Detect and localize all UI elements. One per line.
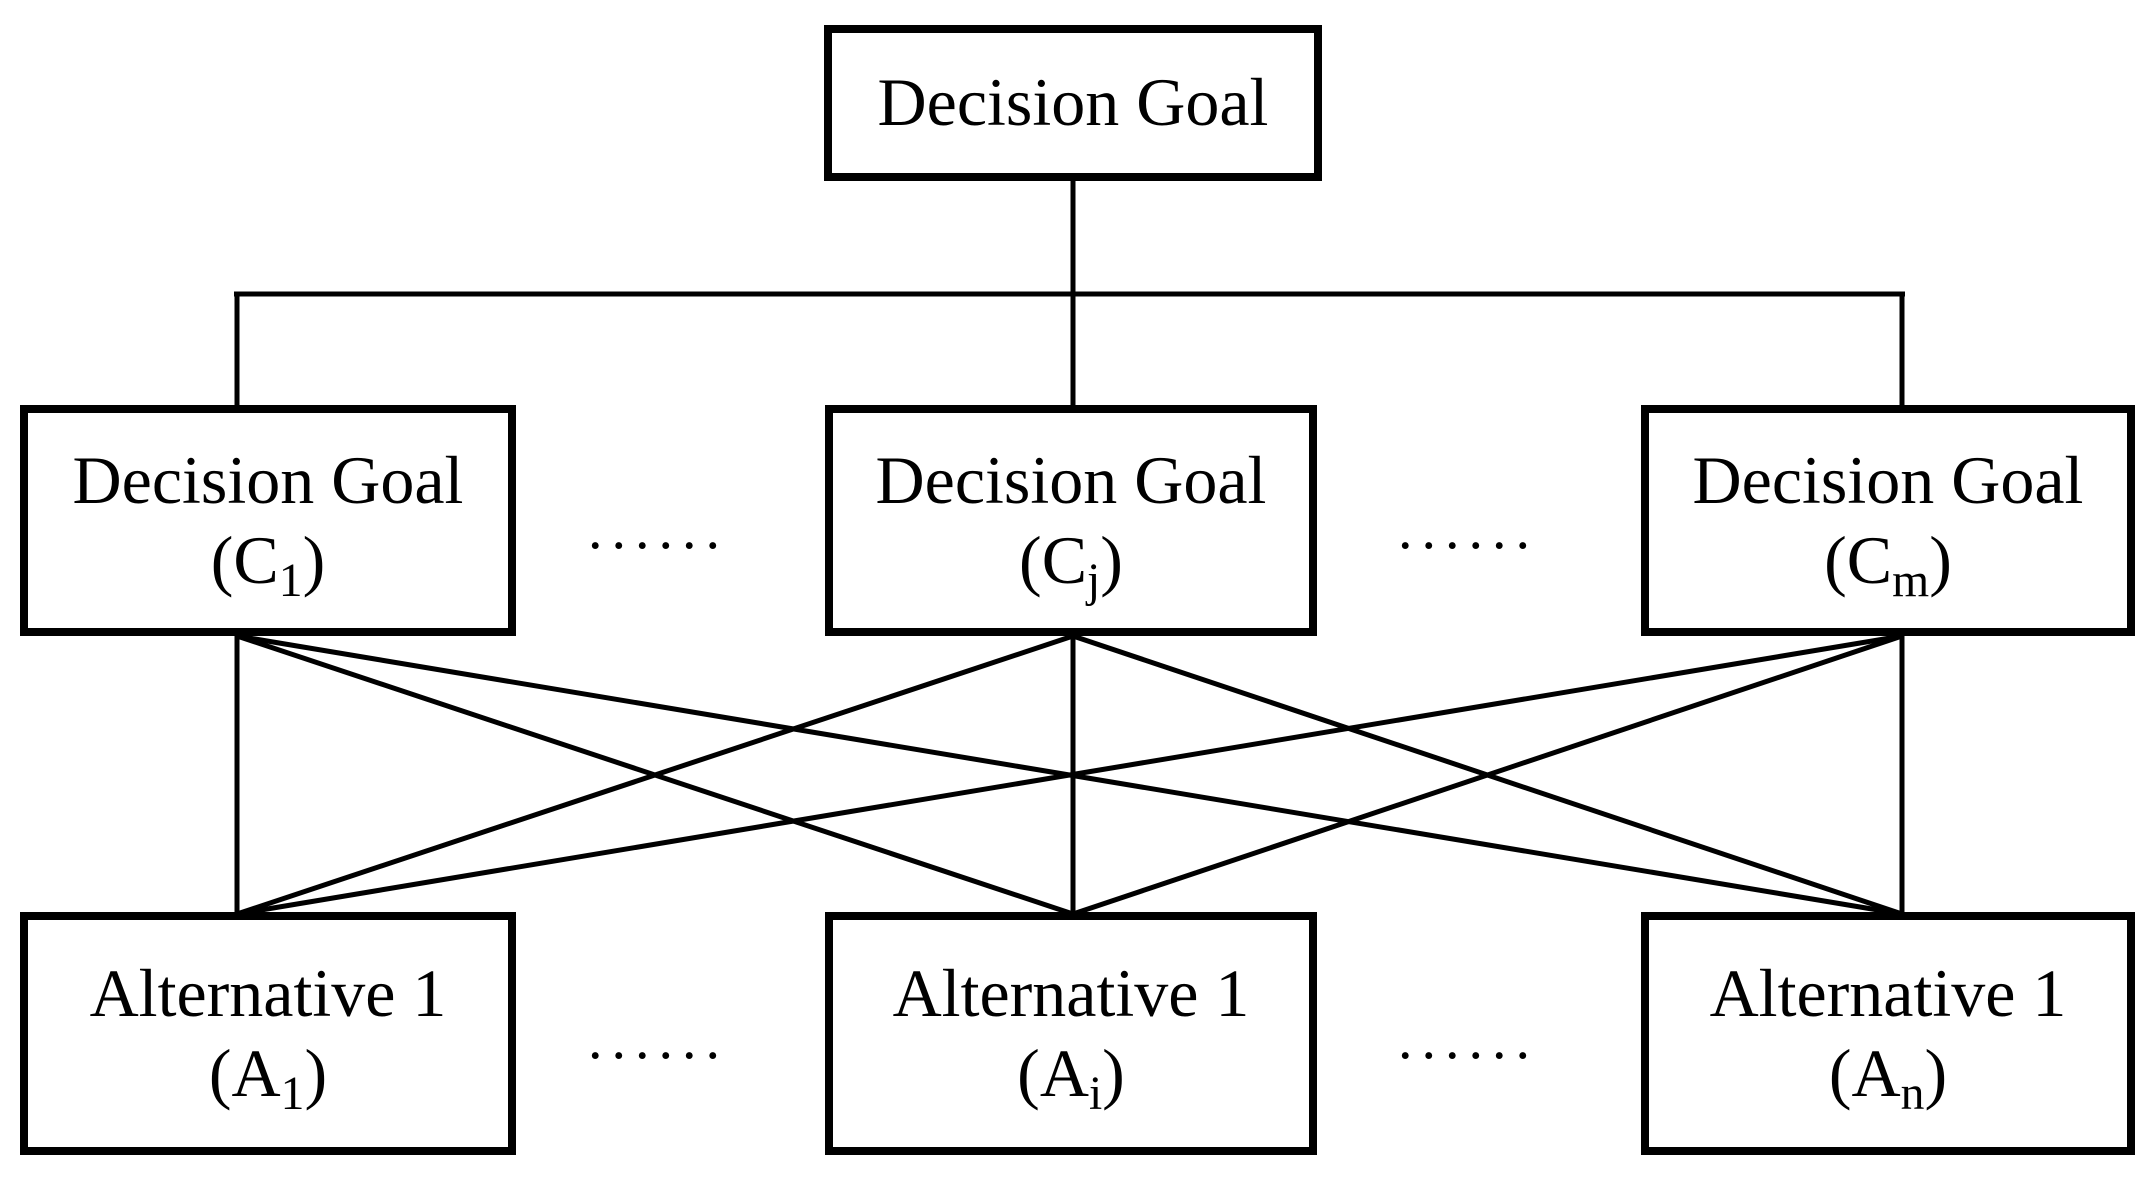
node-criterion-c1: Decision Goal (C1) xyxy=(20,405,516,636)
node-a1-title: Alternative 1 xyxy=(89,955,447,1032)
edge-cj-a1 xyxy=(236,633,1074,917)
edge-cm-a1 xyxy=(236,633,1903,917)
a1-symbol-post: ) xyxy=(304,1034,328,1111)
ai-symbol-sub: i xyxy=(1088,1067,1103,1120)
node-alternative-ai: Alternative 1 (Ai) xyxy=(825,912,1317,1155)
ai-symbol-post: ) xyxy=(1102,1034,1125,1111)
cj-symbol-sub: j xyxy=(1087,554,1101,607)
node-ai-symbol: (Ai) xyxy=(1017,1034,1125,1118)
node-criterion-cj: Decision Goal (Cj) xyxy=(825,405,1317,636)
cm-symbol-pre: (C xyxy=(1824,521,1893,598)
node-an-symbol: (An) xyxy=(1828,1034,1948,1118)
ellipsis-alternatives-left: ...... xyxy=(588,1006,729,1071)
node-alternative-a1: Alternative 1 (A1) xyxy=(20,912,516,1155)
c1-symbol-post: ) xyxy=(302,521,326,598)
node-cm-title: Decision Goal xyxy=(1692,442,2084,519)
node-an-title: Alternative 1 xyxy=(1709,955,2067,1032)
node-c1-title: Decision Goal xyxy=(72,442,464,519)
cm-symbol-post: ) xyxy=(1929,521,1952,598)
node-cj-symbol: (Cj) xyxy=(1019,521,1123,605)
edge-cm-ai xyxy=(1072,633,1903,917)
ellipsis-alternatives-right: ...... xyxy=(1398,1006,1539,1071)
node-cj-title: Decision Goal xyxy=(875,442,1267,519)
node-alternative-an: Alternative 1 (An) xyxy=(1641,912,2135,1155)
c1-symbol-sub: 1 xyxy=(278,554,303,607)
node-criterion-cm: Decision Goal (Cm) xyxy=(1641,405,2135,636)
ellipsis-criteria-right: ...... xyxy=(1398,496,1539,561)
an-symbol-sub: n xyxy=(1900,1067,1925,1120)
node-c1-symbol: (C1) xyxy=(210,521,326,605)
node-goal-label: Decision Goal xyxy=(877,64,1269,141)
node-ai-title: Alternative 1 xyxy=(892,955,1250,1032)
a1-symbol-pre: (A xyxy=(208,1034,281,1111)
cj-symbol-pre: (C xyxy=(1019,521,1088,598)
node-a1-symbol: (A1) xyxy=(208,1034,328,1118)
ai-symbol-pre: (A xyxy=(1017,1034,1089,1111)
c1-symbol-pre: (C xyxy=(210,521,279,598)
node-goal: Decision Goal xyxy=(824,25,1322,181)
a1-symbol-sub: 1 xyxy=(280,1067,305,1120)
cj-symbol-post: ) xyxy=(1100,521,1123,598)
ellipsis-criteria-left: ...... xyxy=(588,496,729,561)
node-cm-symbol: (Cm) xyxy=(1824,521,1952,605)
an-symbol-pre: (A xyxy=(1828,1034,1901,1111)
cm-symbol-sub: m xyxy=(1892,554,1930,607)
an-symbol-post: ) xyxy=(1924,1034,1948,1111)
